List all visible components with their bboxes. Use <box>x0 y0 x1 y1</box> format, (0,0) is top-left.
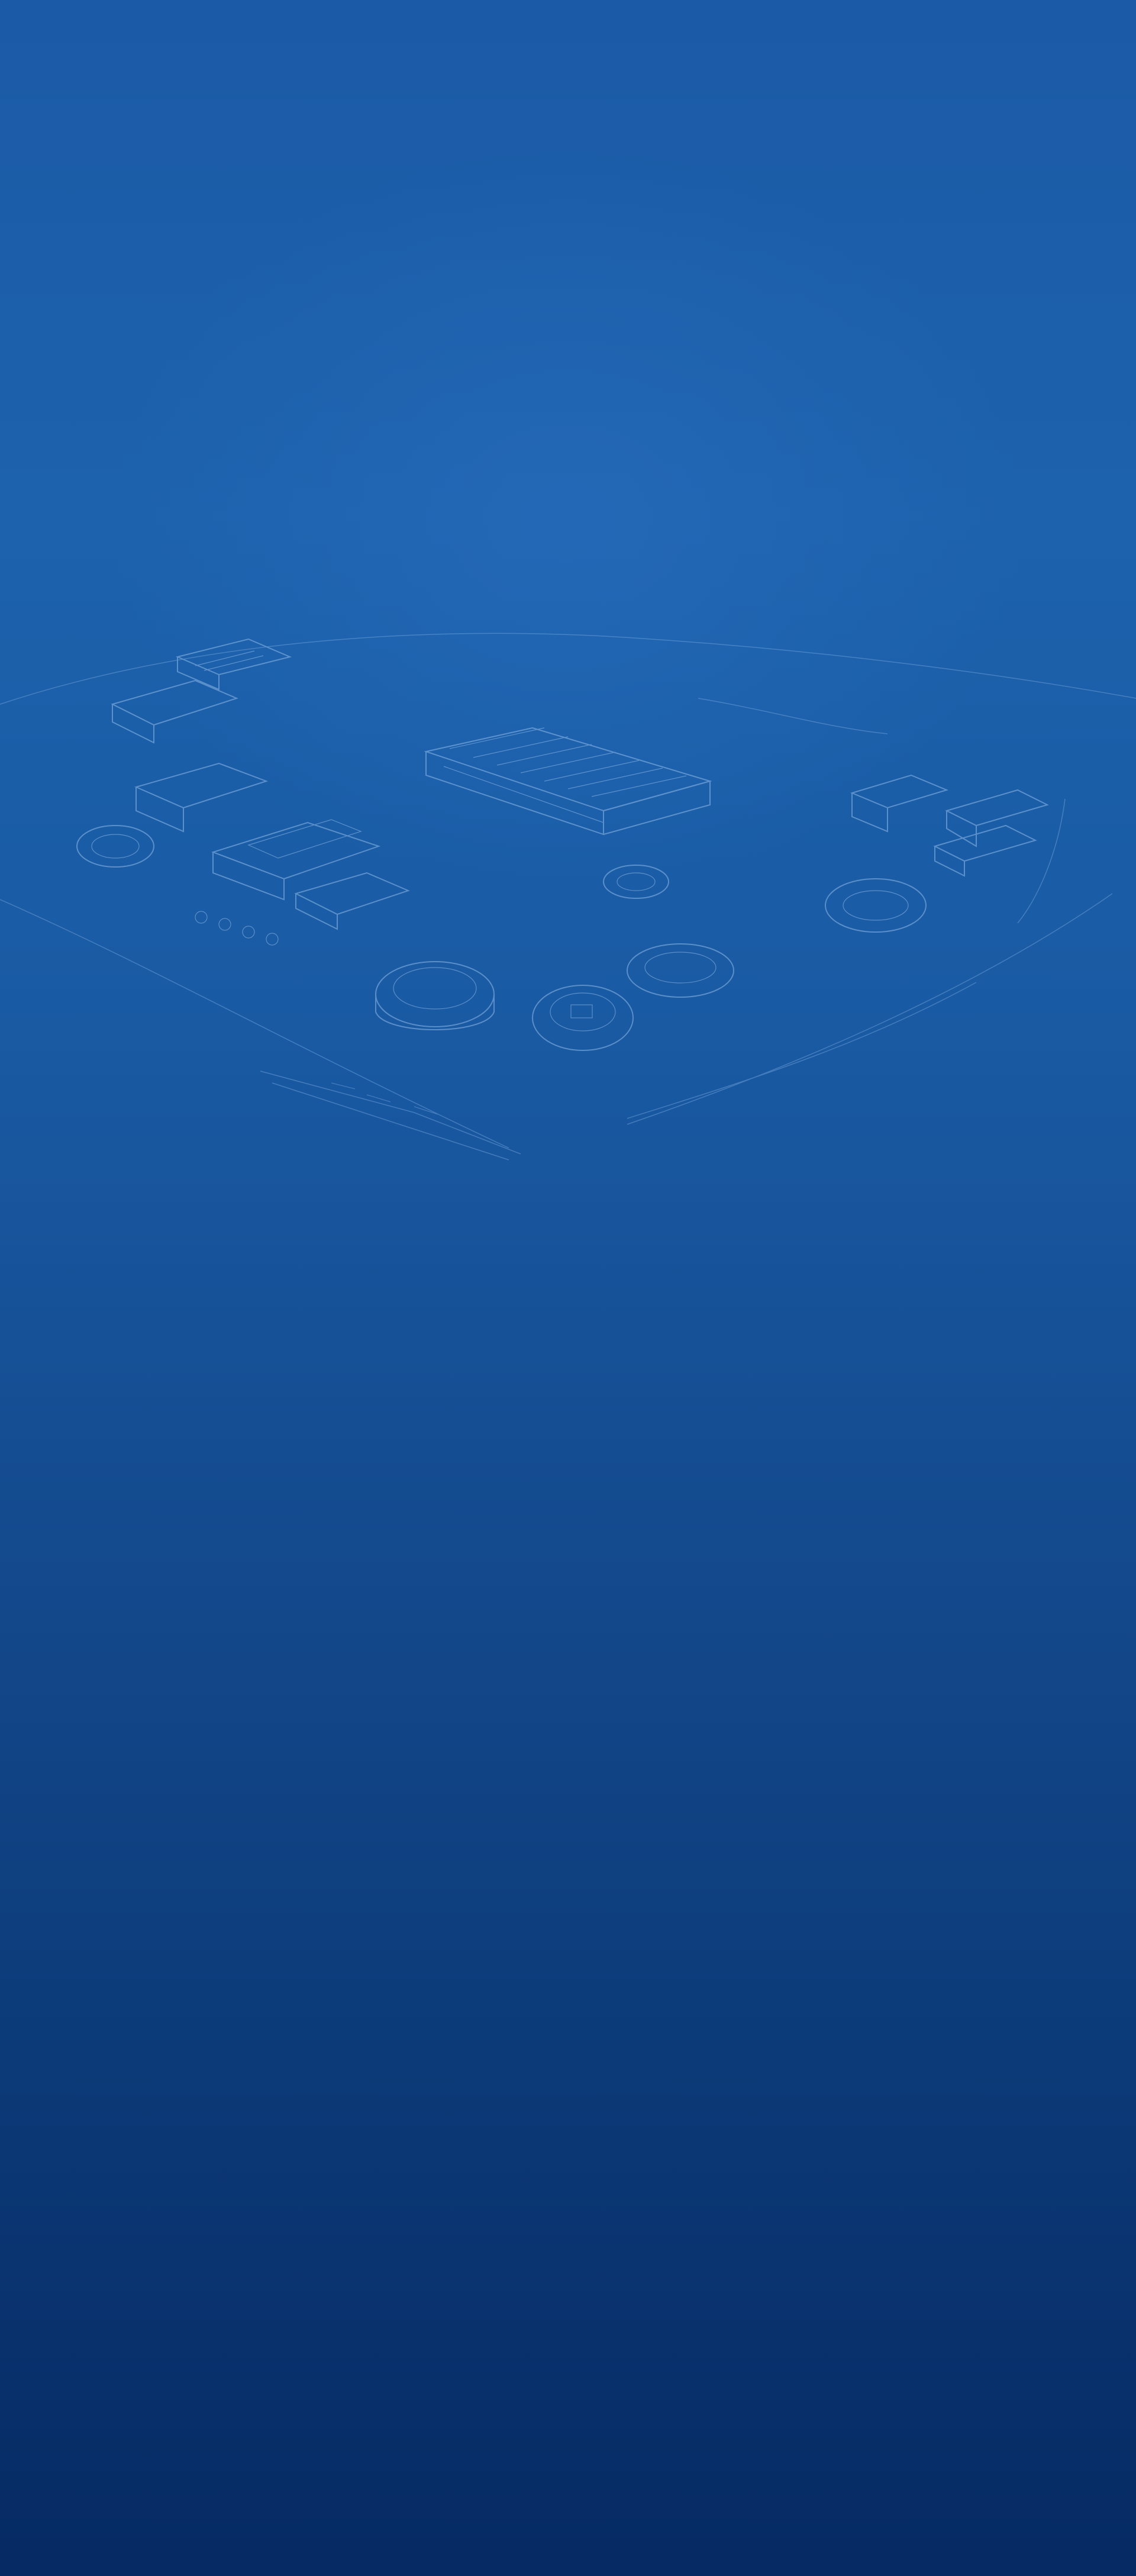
building-main-complex <box>424 727 712 836</box>
building-cluster-east <box>825 774 1049 933</box>
building-cluster-west <box>76 762 410 930</box>
campus-roads <box>195 798 1066 1160</box>
building-cluster-northwest <box>111 638 292 744</box>
building-round-south <box>375 865 734 1051</box>
campus-illustration <box>0 633 1136 1160</box>
